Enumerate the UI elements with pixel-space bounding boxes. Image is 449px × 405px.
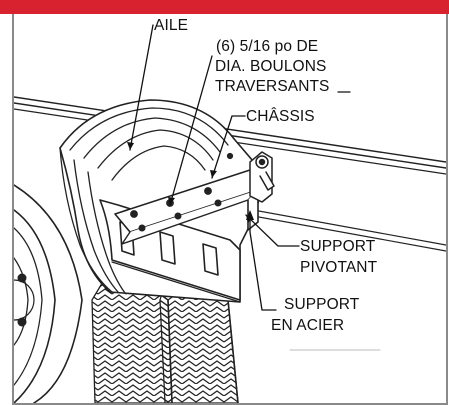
header-bar xyxy=(0,0,449,14)
bottom-border xyxy=(12,403,448,405)
label-frame: CHÂSSIS xyxy=(246,108,315,125)
fender-ribs xyxy=(59,107,229,294)
mounting-slots xyxy=(119,221,219,276)
left-margin xyxy=(0,14,12,405)
label-bolts-line1: (6) 5/16 po DE xyxy=(216,38,319,55)
label-fender: AILE xyxy=(154,17,189,34)
label-steel-line2: EN ACIER xyxy=(271,317,345,334)
leader-lines xyxy=(129,24,351,311)
header-tab xyxy=(0,0,21,14)
label-pivot-line1: SUPPORT xyxy=(300,238,376,255)
bolts xyxy=(130,152,234,232)
right-border xyxy=(446,14,448,405)
pivot-bracket xyxy=(249,151,275,203)
corner-mark-right xyxy=(446,0,449,12)
label-steel-line1: SUPPORT xyxy=(284,296,360,313)
corner-mark-left xyxy=(12,0,15,12)
wheel-hub xyxy=(14,184,83,403)
arrow-tips xyxy=(127,142,254,223)
left-border xyxy=(12,14,14,405)
label-pivot-line2: PIVOTANT xyxy=(300,259,378,276)
label-bolts-line3: TRAVERSANTS xyxy=(215,78,330,95)
label-bolts-line2: DIA. BOULONS xyxy=(215,58,327,75)
